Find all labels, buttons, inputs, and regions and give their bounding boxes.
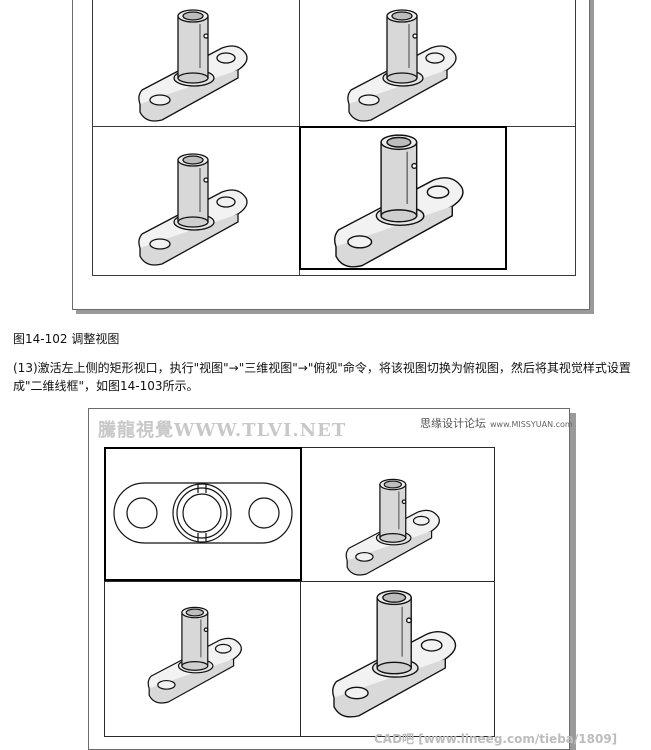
watermark-right-title: 思缘设计论坛 xyxy=(420,417,486,430)
iso-part-drawing xyxy=(345,478,440,576)
watermark-right: 思缘设计论坛 www.MISSYUAN.com xyxy=(420,415,573,431)
watermark-bottom: CAD吧 [www.lineeg.com/tieba/1809] xyxy=(374,732,618,746)
figure-top-active-viewport xyxy=(299,126,507,270)
top-view-wireframe xyxy=(113,482,293,544)
iso-part-drawing xyxy=(333,134,464,268)
figure-caption: 图14-102 调整视图 xyxy=(13,332,120,346)
iso-part-drawing xyxy=(138,153,248,266)
iso-part-drawing xyxy=(138,9,248,122)
figure-bottom-active-viewport xyxy=(104,447,302,581)
instruction-paragraph: (13)激活左上侧的矩形视口，执行"视图"→"三维视图"→"俯视"命令，将该视图… xyxy=(13,361,631,393)
iso-part-drawing xyxy=(147,606,242,704)
iso-part-drawing xyxy=(332,590,457,718)
figure-top-viewport-grid xyxy=(92,0,576,276)
figure-bottom-divider-horizontal xyxy=(104,581,495,582)
watermark-right-url: www.MISSYUAN.com xyxy=(490,420,573,429)
figure-bottom-divider-vertical xyxy=(300,447,301,737)
iso-part-drawing xyxy=(347,9,457,122)
watermark-left: 騰龍視覺WWW.TLVI.NET xyxy=(98,420,347,441)
